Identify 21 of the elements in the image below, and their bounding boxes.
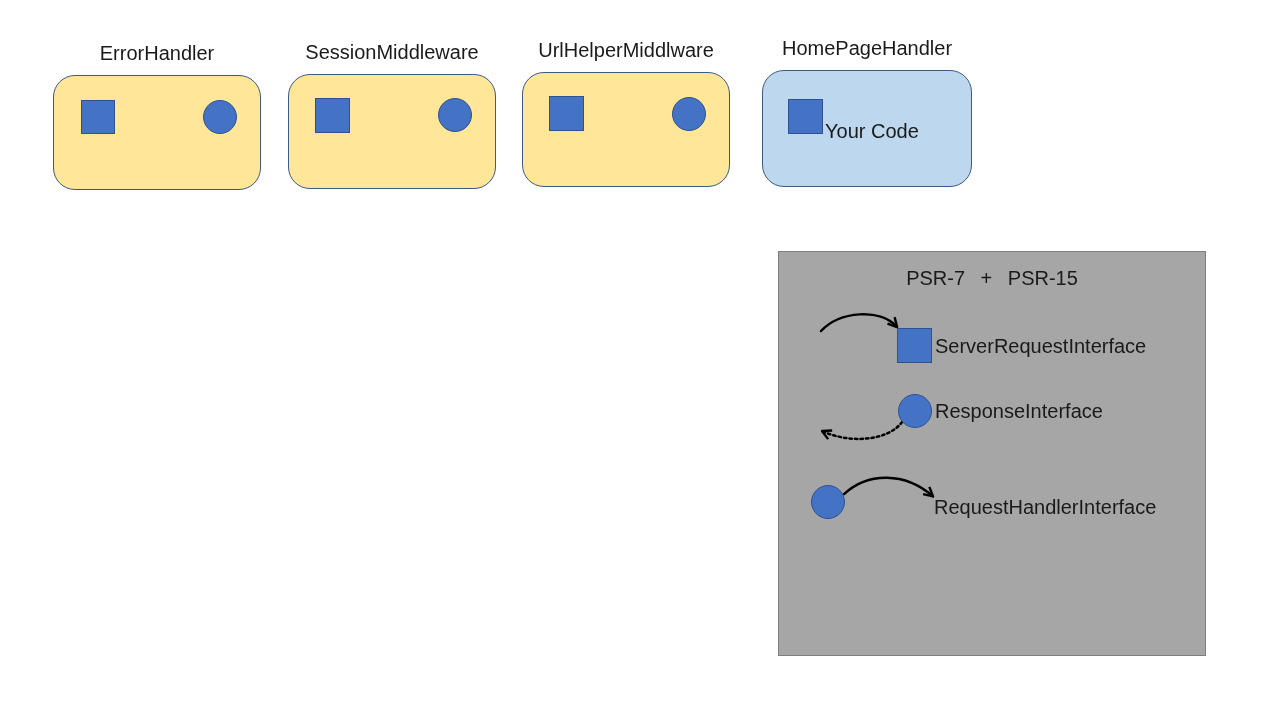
box-heading: UrlHelperMiddlware — [538, 38, 714, 62]
square-icon — [549, 96, 584, 131]
interface-panel — [778, 251, 1206, 656]
box-heading: ErrorHandler — [99, 41, 215, 65]
curved-arrow — [819, 313, 899, 333]
interface-label: ResponseInterface — [935, 399, 1103, 423]
box-heading: HomePageHandler — [781, 36, 953, 60]
square-icon — [788, 99, 823, 134]
interface-label: RequestHandlerInterface — [934, 495, 1157, 519]
circle-icon — [203, 100, 237, 134]
box-text: Your Code — [825, 119, 919, 143]
dotted-curved-arrow — [820, 420, 904, 441]
circle-icon — [811, 485, 845, 519]
interface-label: ServerRequestInterface — [935, 333, 1147, 358]
curved-arrow — [842, 476, 935, 498]
square-icon — [81, 100, 115, 134]
circle-icon — [438, 98, 472, 132]
square-icon — [315, 98, 350, 133]
panel-title: PSR-7 + PSR-15 — [906, 266, 1078, 290]
circle-icon — [672, 97, 706, 131]
box-heading: SessionMiddleware — [305, 40, 479, 64]
